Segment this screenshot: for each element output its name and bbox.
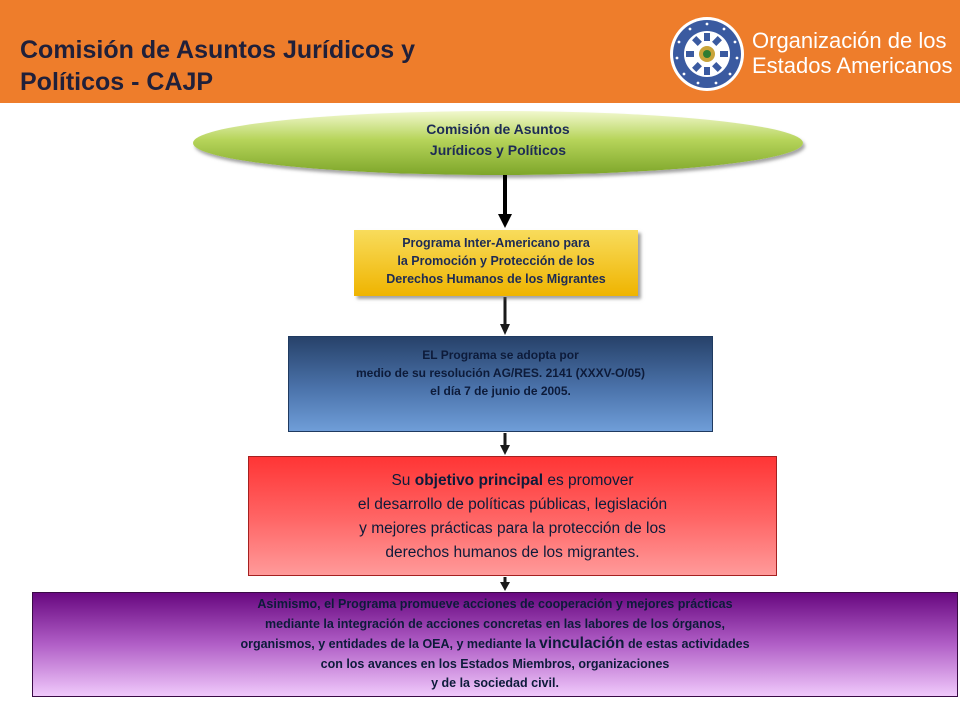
objective-line-1: Su objetivo principal es promover: [249, 469, 776, 493]
objective-text-promover: es promover: [547, 472, 634, 489]
cooperation-line-4: con los avances en los Estados Miembros,…: [320, 656, 670, 671]
page-title: Comisión de Asuntos Jurídicos y Político…: [20, 34, 540, 98]
arrow-program-to-adoption: [500, 297, 510, 335]
org-name: Organización de los Estados Americanos: [752, 28, 953, 78]
adoption-line-2: medio de su resolución AG/RES. 2141 (XXX…: [356, 366, 645, 380]
arrow-commission-to-program: [498, 175, 512, 228]
program-box: Programa Inter-Americano para la Promoci…: [354, 230, 638, 296]
objective-box: Su objetivo principal es promover el des…: [248, 456, 777, 576]
cooperation-line-1: Asimismo, el Programa promueve acciones …: [257, 597, 733, 611]
adoption-line-1: EL Programa se adopta por: [422, 348, 579, 362]
commission-line-2: Jurídicos y Políticos: [429, 142, 567, 158]
org-name-line-1: Organización de los: [752, 28, 947, 53]
commission-line-1: Comisión de Asuntos: [426, 121, 570, 137]
cooperation-line-2: mediante la integración de acciones conc…: [265, 616, 725, 631]
program-line-2: la Promoción y Protección de los: [397, 254, 595, 268]
oas-seal-logo: [670, 17, 744, 91]
arrow-objective-to-cooperation: [500, 577, 510, 591]
cooperation-line-3: organismos, y entidades de la OEA, y med…: [33, 634, 957, 655]
cooperation-box: Asimismo, el Programa promueve acciones …: [32, 592, 958, 697]
commission-ellipse: Comisión de Asuntos Jurídicos y Político…: [193, 111, 803, 175]
cooperation-highlight: vinculación: [539, 635, 625, 652]
objective-highlight: objetivo principal: [414, 472, 544, 489]
arrow-adoption-to-objective: [500, 433, 510, 455]
cooperation-line-5: y de la sociedad civil.: [431, 676, 559, 690]
objective-line-4: derechos humanos de los migrantes.: [385, 544, 640, 561]
objective-line-3: y mejores prácticas para la protección d…: [359, 520, 666, 537]
adoption-box: EL Programa se adopta por medio de su re…: [288, 336, 713, 432]
adoption-line-3: el día 7 de junio de 2005.: [430, 384, 571, 398]
page-title-line-2: Políticos - CAJP: [20, 68, 214, 96]
page-title-line-1: Comisión de Asuntos Jurídicos y: [20, 36, 415, 64]
program-line-3: Derechos Humanos de los Migrantes: [386, 272, 606, 286]
cooperation-text-a: organismos, y entidades de la OEA, y med…: [240, 637, 536, 651]
cooperation-text-c: de estas actividades: [627, 637, 750, 651]
program-line-1: Programa Inter-Americano para: [402, 236, 590, 250]
objective-text-su: Su: [391, 472, 411, 489]
header-bar: Comisión de Asuntos Jurídicos y Político…: [0, 0, 960, 103]
org-name-line-2: Estados Americanos: [752, 53, 953, 78]
objective-line-2: el desarrollo de políticas públicas, leg…: [357, 496, 668, 513]
